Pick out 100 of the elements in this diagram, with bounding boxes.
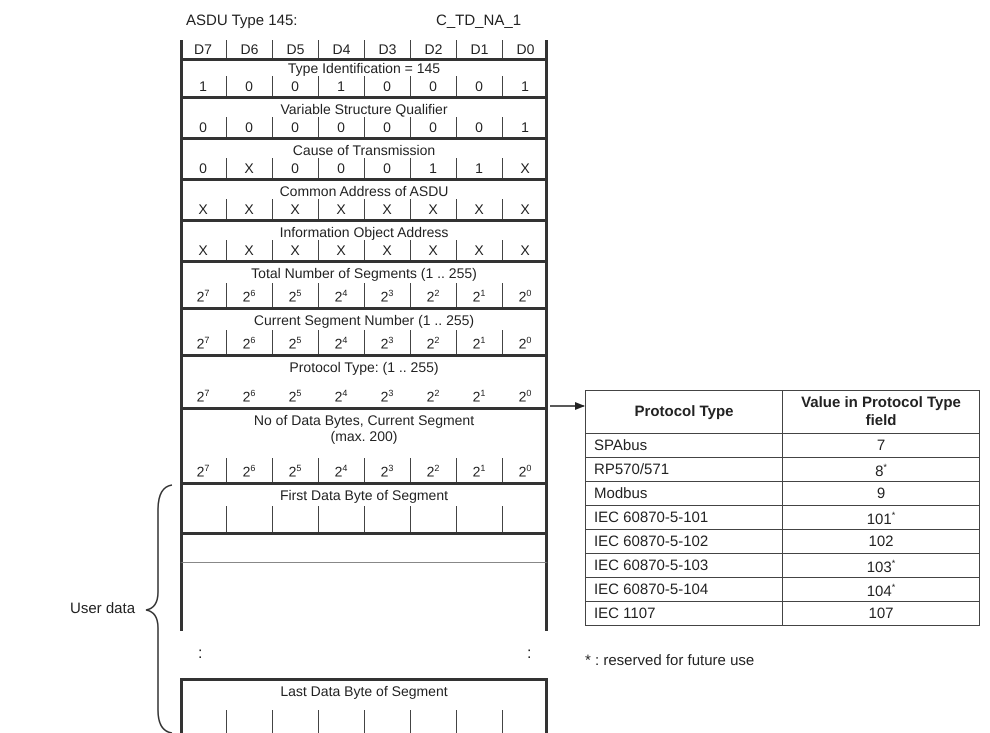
bit-value: 0 xyxy=(336,159,346,177)
bit-value: 2$^{3}$ xyxy=(380,287,394,306)
bit-value: 2$^{7}$ xyxy=(196,334,210,353)
field-row xyxy=(180,140,548,181)
field-name: Total Number of Segments (1 .. 255) xyxy=(250,265,478,281)
bit-value: 2$^{4}$ xyxy=(334,462,348,481)
bit-value: 0 xyxy=(244,118,254,136)
field-name: Cause of Transmission xyxy=(292,142,436,158)
frame-title: ASDU Type 145: xyxy=(186,12,298,29)
bit-value: X xyxy=(473,200,485,218)
bit-value: 2$^{3}$ xyxy=(380,334,394,353)
header-cell: Value in Protocol Type field xyxy=(782,390,980,434)
bit-value: 2$^{5}$ xyxy=(288,387,302,406)
field-row xyxy=(180,485,548,535)
bit-value: X xyxy=(381,241,393,259)
bit-value: X xyxy=(519,241,531,259)
table-cell: 102 xyxy=(782,530,980,554)
bit-value: 2$^{5}$ xyxy=(288,334,302,353)
bit-value: 2$^{1}$ xyxy=(472,334,486,353)
bit-value: 2$^{1}$ xyxy=(472,387,486,406)
field-row xyxy=(180,99,548,140)
bit-value: X xyxy=(381,200,393,218)
bit-value: X xyxy=(473,241,485,259)
table-cell: 107 xyxy=(782,602,980,626)
bit-value: 2$^{4}$ xyxy=(334,334,348,353)
field-name: Type Identification = 145 xyxy=(286,60,442,76)
bit-value: X xyxy=(289,241,301,259)
bit-value: 2$^{1}$ xyxy=(472,462,486,481)
table-cell: IEC 1107 xyxy=(586,602,782,626)
bit-value: 2$^{0}$ xyxy=(518,462,532,481)
continuation-dots: : xyxy=(527,645,532,663)
bit-position: D3 xyxy=(364,40,410,58)
field-name: Last Data Byte of Segment xyxy=(279,683,449,699)
bit-value: 2$^{4}$ xyxy=(334,387,348,406)
bit-value: 0 xyxy=(428,77,438,95)
bit-value: 2$^{7}$ xyxy=(196,287,210,306)
type-code: C_TD_NA_1 xyxy=(436,12,522,29)
field-name: Protocol Type: (1 .. 255) xyxy=(288,359,440,375)
bit-value: 0 xyxy=(244,77,254,95)
table-cell: Modbus xyxy=(586,482,782,506)
bit-value: X xyxy=(243,200,255,218)
bit-value: X xyxy=(197,200,209,218)
bit-value: 2$^{4}$ xyxy=(334,287,348,306)
table-cell: IEC 60870-5-102 xyxy=(586,530,782,554)
bit-value: 2$^{7}$ xyxy=(196,387,210,406)
bit-value: 2$^{5}$ xyxy=(288,287,302,306)
continuation-dots: : xyxy=(198,645,202,663)
brace-label: User data xyxy=(70,600,136,617)
bit-value: 2$^{2}$ xyxy=(426,287,440,306)
bit-value: 1 xyxy=(198,77,208,95)
bit-value: X xyxy=(427,200,439,218)
bit-value: 2$^{2}$ xyxy=(426,462,440,481)
bit-position: D1 xyxy=(456,40,502,58)
table-cell: RP570/571 xyxy=(586,458,782,482)
field-row xyxy=(180,357,548,410)
field-row xyxy=(180,678,548,733)
bit-value: 1 xyxy=(520,118,530,136)
bit-value: 2$^{2}$ xyxy=(426,387,440,406)
bit-value: X xyxy=(197,241,209,259)
field-row xyxy=(180,410,548,485)
bit-value: 1 xyxy=(428,159,438,177)
bit-position: D0 xyxy=(502,40,548,58)
field-name: Information Object Address xyxy=(278,224,450,240)
bit-value: 1 xyxy=(520,77,530,95)
bit-value: 2$^{3}$ xyxy=(380,462,394,481)
footnote: * : reserved for future use xyxy=(585,652,754,669)
table-cell: 7 xyxy=(782,434,980,458)
bit-value: 0 xyxy=(474,77,484,95)
bit-value: X xyxy=(289,200,301,218)
table-cell: 9 xyxy=(782,482,980,506)
table-cell: 8$^{*}$ xyxy=(782,458,980,482)
bit-value: 2$^{0}$ xyxy=(518,334,532,353)
bit-value: 2$^{1}$ xyxy=(472,287,486,306)
bit-value: 0 xyxy=(198,159,208,177)
header-cell: Protocol Type xyxy=(586,390,782,434)
bit-position: D2 xyxy=(410,40,456,58)
bit-value: X xyxy=(519,200,531,218)
table-cell: 101$^{*}$ xyxy=(782,506,980,530)
bit-value: 0 xyxy=(336,118,346,136)
field-row xyxy=(180,310,548,357)
field-row xyxy=(180,181,548,222)
bit-value: X xyxy=(243,159,255,177)
table-cell: IEC 60870-5-101 xyxy=(586,506,782,530)
bit-value: 1 xyxy=(336,77,346,95)
bit-value: 2$^{3}$ xyxy=(380,387,394,406)
bit-value: X xyxy=(335,200,347,218)
field-row xyxy=(180,222,548,263)
bit-value: 2$^{6}$ xyxy=(242,287,256,306)
bit-value: X xyxy=(427,241,439,259)
field-name: Current Segment Number (1 .. 255) xyxy=(252,312,476,328)
table-cell: 103$^{*}$ xyxy=(782,554,980,578)
bit-position: D6 xyxy=(226,40,272,58)
field-row xyxy=(180,263,548,310)
table-cell: SPAbus xyxy=(586,434,782,458)
bit-value: 0 xyxy=(382,77,392,95)
bit-position: D5 xyxy=(272,40,318,58)
bit-value: 0 xyxy=(198,118,208,136)
bit-value: X xyxy=(335,241,347,259)
table-cell: IEC 60870-5-104 xyxy=(586,578,782,602)
bit-value: 2$^{5}$ xyxy=(288,462,302,481)
